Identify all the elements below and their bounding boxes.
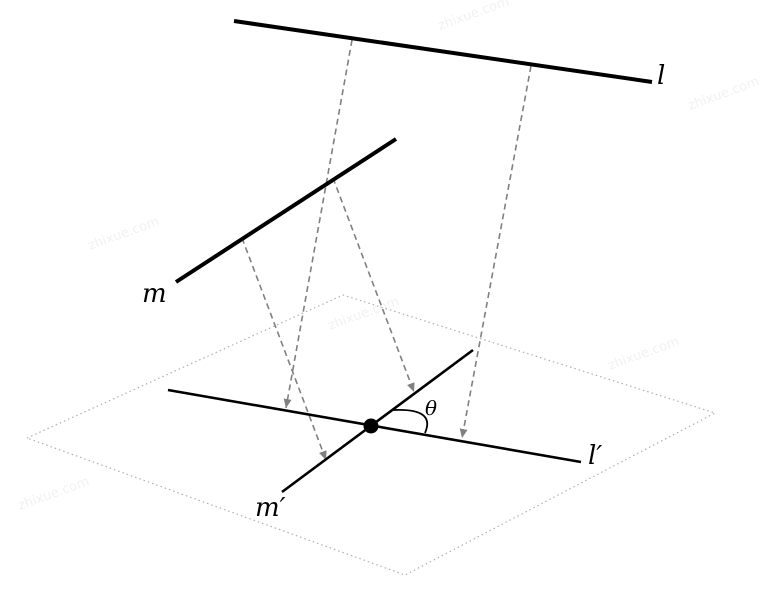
watermark: zhixue.com bbox=[16, 474, 91, 514]
angle-arc bbox=[392, 409, 429, 434]
watermark: zhixue.com bbox=[86, 214, 161, 254]
label-theta: θ bbox=[425, 396, 437, 420]
projection-line bbox=[459, 65, 532, 439]
line-m-prime bbox=[281, 348, 474, 494]
watermark: zhixue.com bbox=[606, 334, 681, 374]
line-m bbox=[174, 137, 398, 284]
watermark: zhixue.com bbox=[436, 0, 511, 34]
projection-line bbox=[283, 39, 353, 409]
line-l bbox=[233, 19, 653, 84]
watermark: zhixue.com bbox=[686, 74, 761, 114]
intersection-point bbox=[363, 418, 379, 434]
plane bbox=[25, 294, 717, 576]
label-l-prime: l′ bbox=[588, 441, 602, 471]
label-l: l bbox=[657, 61, 665, 91]
label-m: m bbox=[142, 279, 167, 309]
projection-line bbox=[241, 237, 327, 461]
projection-line bbox=[332, 177, 415, 393]
label-m-prime: m′ bbox=[255, 493, 286, 523]
